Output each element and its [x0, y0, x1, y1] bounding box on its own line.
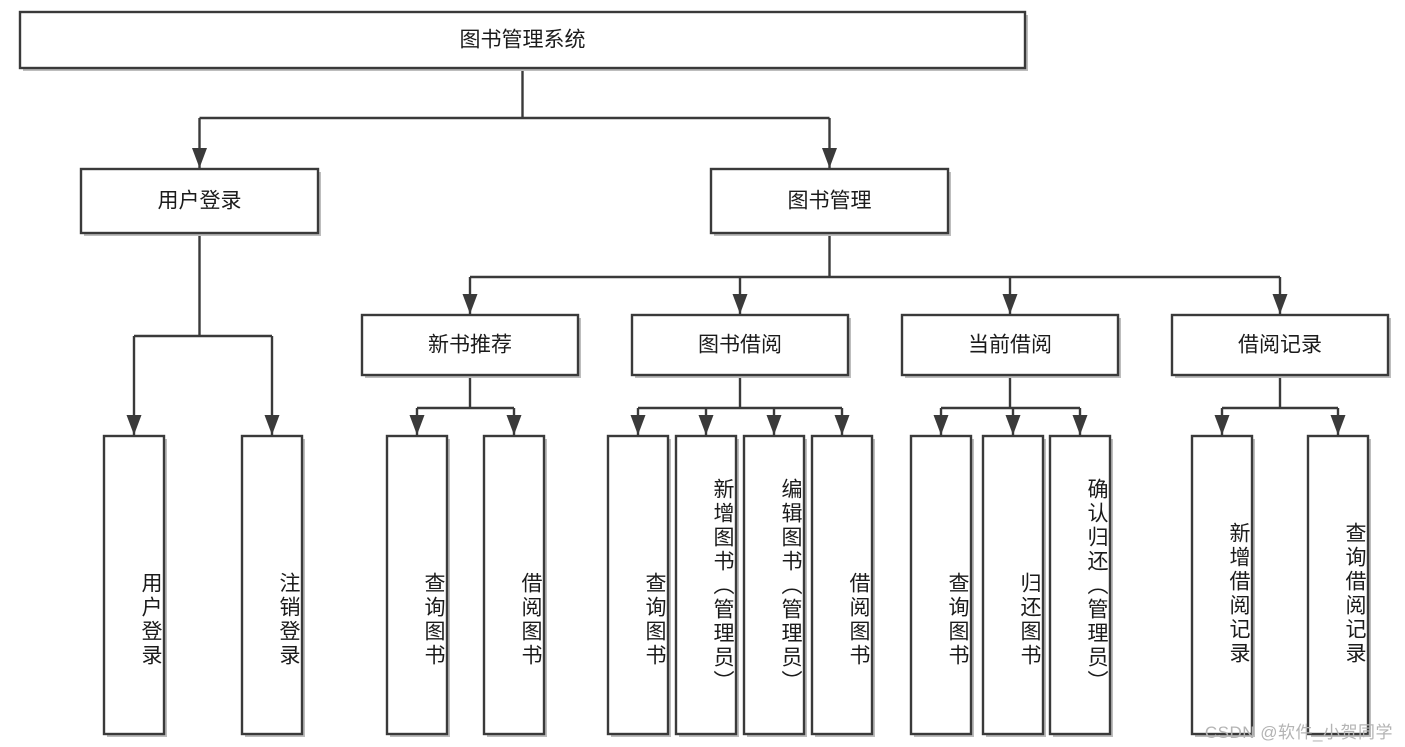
- leaf-node-box-10[interactable]: [1048, 434, 1112, 736]
- arrow-head-icon-leaf-2-0: [630, 415, 646, 435]
- arrow-head-icon-l2-1: [822, 148, 837, 168]
- leaf-node-box-6[interactable]: [742, 434, 806, 736]
- arrow-head-icon-leaf-2-2: [766, 415, 782, 435]
- leaf-node-box-7[interactable]: [810, 434, 874, 736]
- level3-node-box-0[interactable]: [360, 313, 580, 377]
- leaf-node-box-8[interactable]: [909, 434, 973, 736]
- arrow-head-icon-l3-2: [1002, 294, 1018, 314]
- connector-layer: [126, 68, 1346, 435]
- leaf-node-box-12[interactable]: [1306, 434, 1370, 736]
- level3-node-box-2[interactable]: [900, 313, 1120, 377]
- arrow-head-icon-leaf-0-0: [126, 415, 142, 435]
- level2-node-label-0: 用户登录: [158, 190, 242, 213]
- arrow-head-icon-leaf-0-1: [264, 415, 280, 435]
- level3-node-label-2: 当前借阅: [968, 334, 1052, 357]
- level3-node-label-1: 图书借阅: [698, 334, 782, 357]
- level2-node-box-1[interactable]: [709, 167, 950, 235]
- leaf-node-box-0[interactable]: [102, 434, 166, 736]
- arrow-head-icon-leaf-1-0: [409, 415, 425, 435]
- watermark: CSDN @软件_小贺同学: [1204, 723, 1393, 742]
- arrow-head-icon-l3-1: [732, 294, 748, 314]
- level3-node-box-3[interactable]: [1170, 313, 1390, 377]
- leaf-node-box-1[interactable]: [240, 434, 304, 736]
- level3-node-label-3: 借阅记录: [1238, 334, 1322, 357]
- arrow-head-icon-l2-0: [192, 148, 207, 168]
- level3-node-label-0: 新书推荐: [428, 334, 512, 357]
- leaf-node-box-5[interactable]: [674, 434, 738, 736]
- arrow-head-icon-leaf-3-0: [933, 415, 949, 435]
- arrow-head-icon-leaf-3-1: [1005, 415, 1021, 435]
- level2-node-box-0[interactable]: [79, 167, 320, 235]
- root-node-box[interactable]: [18, 10, 1027, 70]
- leaf-node-box-11[interactable]: [1190, 434, 1254, 736]
- leaf-node-box-2[interactable]: [385, 434, 449, 736]
- arrow-head-icon-l3-3: [1272, 294, 1288, 314]
- leaf-node-box-4[interactable]: [606, 434, 670, 736]
- arrow-head-icon-leaf-3-2: [1072, 415, 1088, 435]
- arrow-head-icon-leaf-2-1: [698, 415, 714, 435]
- leaf-node-box-9[interactable]: [981, 434, 1045, 736]
- root-node-label: 图书管理系统: [460, 29, 586, 52]
- level3-node-box-1[interactable]: [630, 313, 850, 377]
- arrow-head-icon-l3-0: [462, 294, 478, 314]
- arrow-head-icon-leaf-4-0: [1214, 415, 1230, 435]
- leaf-node-box-3[interactable]: [482, 434, 546, 736]
- node-box-layer: [18, 10, 1391, 737]
- level2-node-label-1: 图书管理: [788, 190, 872, 213]
- arrow-head-icon-leaf-4-1: [1330, 415, 1346, 435]
- arrow-head-icon-leaf-2-3: [834, 415, 850, 435]
- arrow-head-icon-leaf-1-1: [506, 415, 522, 435]
